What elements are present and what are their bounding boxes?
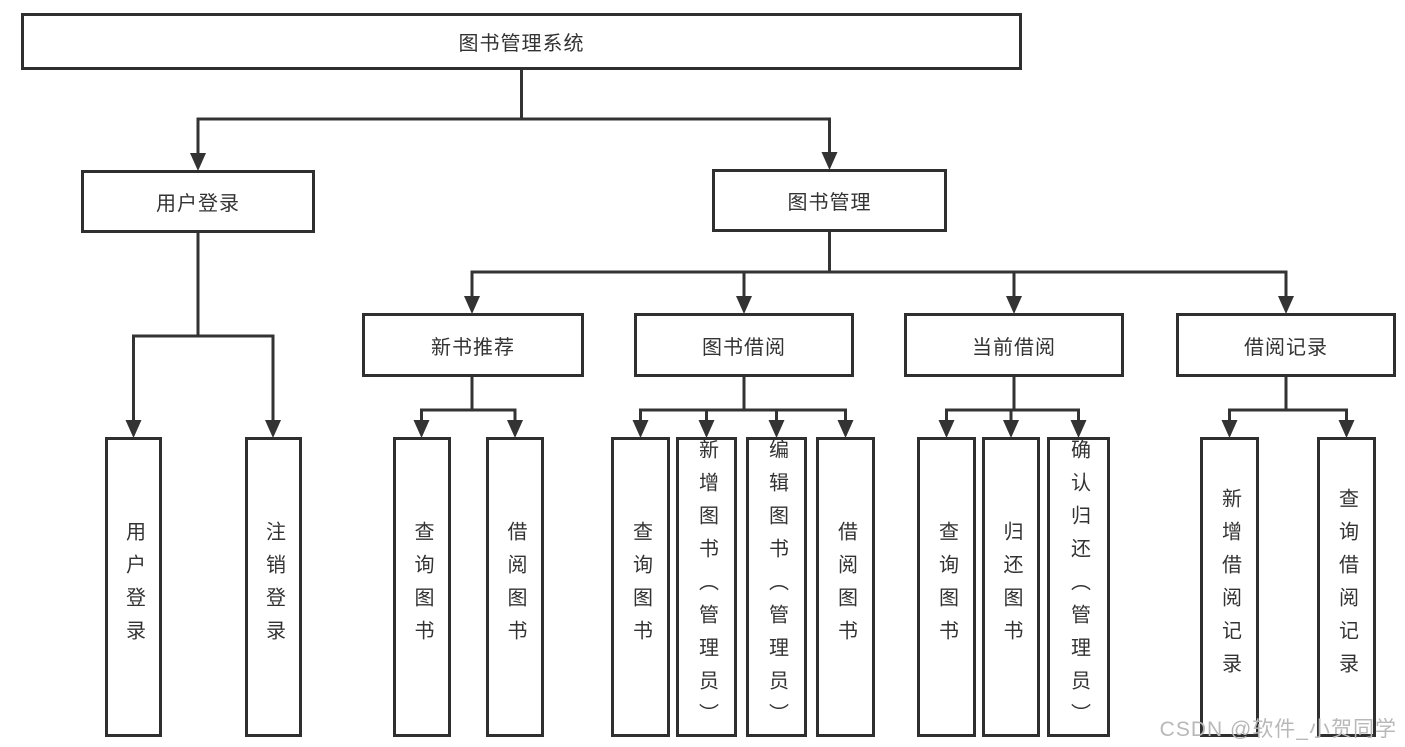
node-label: 新增图书（管理员） — [695, 438, 718, 736]
leaf-recommend-query-books: 查询图书 — [393, 437, 451, 737]
node-label: 归还图书 — [1000, 521, 1022, 653]
leaf-add-borrow-record: 新增借阅记录 — [1200, 437, 1259, 737]
leaf-logout: 注销登录 — [245, 437, 302, 737]
arrowhead-icons — [125, 152, 1355, 438]
leaf-edit-book-admin: 编辑图书（管理员） — [746, 437, 807, 737]
node-label: 借阅图书 — [834, 521, 857, 653]
node-label: 当前借阅 — [972, 336, 1056, 359]
leaf-borrow-query-books: 查询图书 — [611, 437, 670, 737]
node-label: 图书管理 — [787, 192, 872, 214]
leaf-borrow-books: 借阅图书 — [816, 437, 875, 737]
node-label: 查询借阅记录 — [1335, 488, 1358, 686]
node-label: 查询图书 — [935, 521, 958, 653]
leaf-add-book-admin: 新增图书（管理员） — [676, 437, 737, 737]
node-label: 新书推荐 — [431, 336, 515, 359]
node-label: 借阅记录 — [1244, 336, 1328, 359]
node-root-library-system: 图书管理系统 — [21, 13, 1022, 70]
leaf-confirm-return-admin: 确认归还（管理员） — [1047, 437, 1110, 737]
node-borrow-records: 借阅记录 — [1176, 313, 1396, 377]
leaf-user-login: 用户登录 — [105, 437, 162, 737]
node-book-management: 图书管理 — [712, 169, 947, 232]
leaf-query-borrow-record: 查询借阅记录 — [1317, 437, 1376, 737]
node-user-login: 用户登录 — [81, 170, 315, 233]
node-label: 确认归还（管理员） — [1067, 438, 1090, 736]
node-label: 图书借阅 — [702, 336, 786, 359]
csdn-watermark: CSDN @软件_小贺同学 — [1159, 718, 1397, 741]
node-label: 查询图书 — [411, 521, 433, 653]
node-label: 用户登录 — [156, 193, 240, 215]
node-label: 用户登录 — [122, 521, 145, 653]
node-label: 注销登录 — [262, 521, 285, 653]
leaf-recommend-borrow-books: 借阅图书 — [486, 437, 544, 737]
node-label: 编辑图书（管理员） — [765, 438, 788, 736]
node-new-book-recommend: 新书推荐 — [362, 313, 584, 377]
node-label: 新增借阅记录 — [1218, 488, 1241, 686]
node-book-borrow: 图书借阅 — [634, 313, 854, 377]
node-label: 查询图书 — [629, 521, 652, 653]
node-label: 图书管理系统 — [458, 33, 585, 55]
leaf-return-books: 归还图书 — [982, 437, 1040, 737]
leaf-current-query-books: 查询图书 — [917, 437, 976, 737]
node-label: 借阅图书 — [504, 521, 526, 653]
node-current-borrow: 当前借阅 — [904, 313, 1124, 377]
